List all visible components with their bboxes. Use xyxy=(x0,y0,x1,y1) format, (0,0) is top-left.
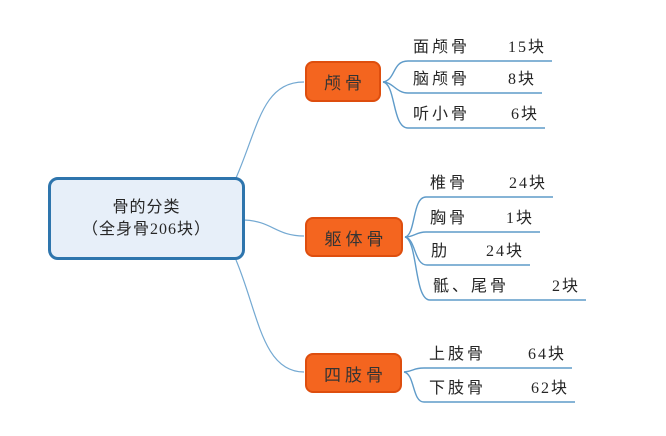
leaf-name: 骶、尾骨 xyxy=(433,278,510,295)
leaf-node-upper-limb[interactable]: 上肢骨 64块 xyxy=(422,345,572,365)
leaf-line-brain xyxy=(382,81,542,94)
branch-node-cranial[interactable]: 颅骨 xyxy=(305,61,381,102)
leaf-node-ribs[interactable]: 肋 24块 xyxy=(424,242,530,262)
branch-label-trunk: 躯体骨 xyxy=(324,229,388,249)
leaf-line-upper-limb xyxy=(403,367,572,373)
leaf-count: 2块 xyxy=(551,278,580,295)
leaf-node-sacrum-coccyx[interactable]: 骶、尾骨 2块 xyxy=(426,277,586,297)
branch-label-limbs: 四肢骨 xyxy=(324,365,387,385)
leaf-name: 面颅骨 xyxy=(413,39,471,56)
leaf-count: 6块 xyxy=(510,106,539,123)
connector-root-cranial xyxy=(235,81,305,179)
root-node[interactable]: 骨的分类 （全身骨206块） xyxy=(48,177,245,260)
branch-label-cranial: 颅骨 xyxy=(324,74,366,93)
connector-root-limbs xyxy=(235,259,305,373)
leaf-line-vertebra xyxy=(404,196,553,238)
leaf-name: 胸骨 xyxy=(430,210,469,227)
branch-node-limbs[interactable]: 四肢骨 xyxy=(305,353,402,393)
leaf-count: 62块 xyxy=(530,380,569,397)
leaf-node-sternum[interactable]: 胸骨 1块 xyxy=(423,209,540,229)
root-branch-connectors xyxy=(235,81,305,373)
leaf-line-sternum xyxy=(404,231,540,238)
leaf-line-facial xyxy=(382,60,552,83)
leaf-node-lower-limb[interactable]: 下肢骨 62块 xyxy=(422,379,575,399)
leaf-line-ossicle xyxy=(382,81,545,129)
root-title: 骨的分类 xyxy=(112,198,181,216)
leaf-count: 24块 xyxy=(508,175,547,192)
leaf-name: 肋 xyxy=(431,243,451,260)
branch-node-trunk[interactable]: 躯体骨 xyxy=(305,217,403,257)
leaf-count: 24块 xyxy=(485,243,524,260)
connector-root-trunk xyxy=(243,219,305,237)
leaf-name: 椎骨 xyxy=(430,175,469,192)
leaf-lines xyxy=(382,60,586,403)
leaf-count: 15块 xyxy=(507,39,546,56)
leaf-name: 脑颅骨 xyxy=(413,71,471,88)
leaf-node-facial-bones[interactable]: 面颅骨 15块 xyxy=(406,38,552,58)
leaf-name: 听小骨 xyxy=(413,106,471,123)
leaf-name: 下肢骨 xyxy=(429,380,487,397)
leaf-count: 1块 xyxy=(505,210,534,227)
leaf-count: 64块 xyxy=(527,346,566,363)
leaf-node-ossicles[interactable]: 听小骨 6块 xyxy=(406,105,545,125)
leaf-line-lower-limb xyxy=(403,371,575,403)
leaf-count: 8块 xyxy=(507,71,536,88)
leaf-name: 上肢骨 xyxy=(429,346,487,363)
leaf-line-sacrum xyxy=(404,236,586,301)
leaf-node-brain-bones[interactable]: 脑颅骨 8块 xyxy=(406,70,542,90)
leaf-node-vertebrae[interactable]: 椎骨 24块 xyxy=(423,174,553,194)
root-subtitle: （全身骨206块） xyxy=(81,220,211,238)
